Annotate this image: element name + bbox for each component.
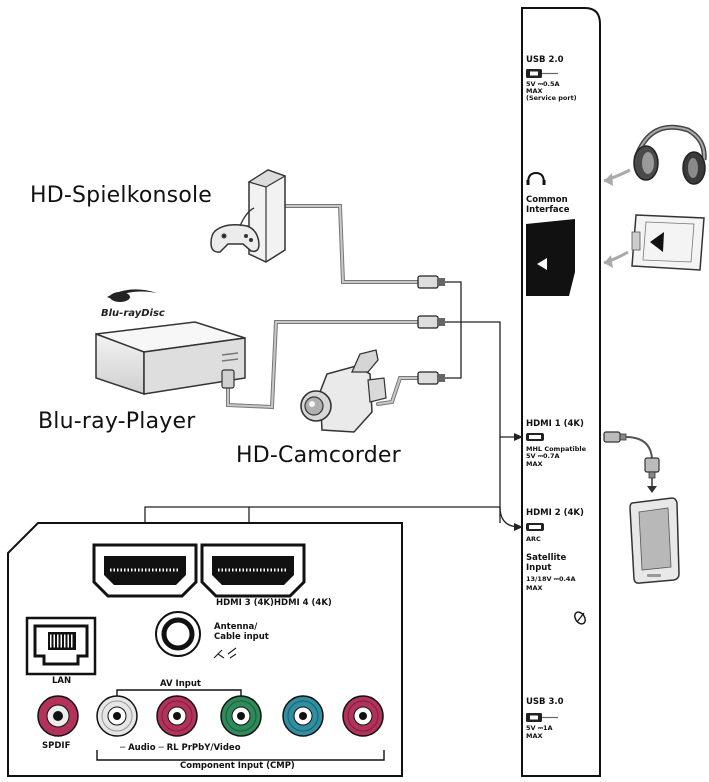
usb3-max: MAX bbox=[526, 732, 543, 740]
bluray-player-label: Blu-ray-Player bbox=[38, 409, 196, 434]
hdmi1-max: MAX bbox=[526, 460, 543, 468]
console-label: HD-Spielkonsole bbox=[30, 183, 213, 208]
usb2-max: MAX bbox=[526, 87, 543, 95]
av-input-bracket bbox=[116, 689, 242, 700]
satellite-line1: Satellite bbox=[526, 553, 567, 563]
spdif-label: SPDIF bbox=[42, 741, 71, 751]
hdmi2-note: ARC bbox=[526, 535, 541, 543]
hdmi1-rating: 5V ⎓0.7A bbox=[526, 452, 560, 460]
device-cables bbox=[226, 204, 422, 410]
component-input-label: Component Input (CMP) bbox=[180, 761, 295, 771]
side-panel bbox=[521, 7, 601, 777]
audio-video-row-label: ─ Audio ─ RL PrPbY/Video bbox=[120, 743, 241, 753]
hdmi1-title: HDMI 1 (4K) bbox=[526, 419, 584, 429]
headphone-jack-icon bbox=[526, 171, 546, 185]
common-interface-line2: Interface bbox=[526, 205, 570, 215]
ci-card-icon bbox=[631, 214, 705, 271]
common-interface-line1: Common bbox=[526, 195, 568, 205]
bluray-player-icon bbox=[95, 321, 246, 396]
headphones-icon bbox=[633, 124, 707, 185]
antenna-icon bbox=[213, 647, 237, 659]
usb3-title: USB 3.0 bbox=[526, 697, 564, 707]
common-interface-slot bbox=[526, 219, 575, 296]
lan-port bbox=[25, 616, 97, 676]
hdmi2-title: HDMI 2 (4K) bbox=[526, 508, 584, 518]
camcorder-icon bbox=[300, 349, 387, 433]
lan-label: LAN bbox=[52, 676, 72, 686]
video-y-jack bbox=[220, 695, 262, 737]
pb-jack bbox=[282, 695, 324, 737]
camcorder-label: HD-Camcorder bbox=[236, 443, 401, 468]
pr-jack bbox=[342, 695, 384, 737]
usb2-port-icon bbox=[526, 69, 558, 78]
usb3-port-icon bbox=[526, 713, 558, 722]
usb2-note: (Service port) bbox=[526, 94, 577, 102]
hdmi4-port bbox=[200, 543, 306, 598]
audio-r-jack bbox=[156, 695, 198, 737]
component-input-bracket bbox=[96, 750, 385, 761]
bluray-logo-text: Blu-rayDisc bbox=[101, 308, 165, 319]
av-input-label: AV Input bbox=[160, 679, 201, 689]
satellite-max: MAX bbox=[526, 584, 543, 592]
hdmi2-port-icon bbox=[526, 523, 544, 531]
signal-lines bbox=[144, 281, 522, 528]
mhl-cable-icon bbox=[603, 431, 660, 493]
satellite-dish-icon bbox=[574, 611, 586, 625]
audio-l-jack bbox=[96, 695, 138, 737]
satellite-rating: 13/18V ⎓0.4A bbox=[526, 575, 576, 583]
satellite-line2: Input bbox=[526, 563, 552, 573]
usb2-title: USB 2.0 bbox=[526, 55, 564, 65]
hdmi1-note: MHL Compatible bbox=[526, 445, 586, 453]
spdif-jack bbox=[37, 695, 79, 737]
gamepad-icon bbox=[210, 207, 260, 253]
hdmi-connectors bbox=[417, 275, 445, 385]
back-panel bbox=[7, 522, 403, 777]
hdmi1-port-icon bbox=[526, 433, 544, 441]
antenna-label-line1: Antenna/ bbox=[214, 622, 258, 632]
bluray-logo: Blu-rayDisc bbox=[101, 289, 165, 319]
antenna-port bbox=[155, 611, 201, 657]
antenna-label-line2: Cable input bbox=[214, 632, 269, 642]
smartphone-icon bbox=[629, 497, 680, 584]
usb2-rating: 5V ⎓0.5A bbox=[526, 80, 560, 88]
hdmi3-port bbox=[92, 543, 198, 598]
usb3-rating: 5V ⎓1A bbox=[526, 724, 553, 732]
hdmi3-4-label: HDMI 3 (4K)HDMI 4 (4K) bbox=[216, 598, 332, 608]
